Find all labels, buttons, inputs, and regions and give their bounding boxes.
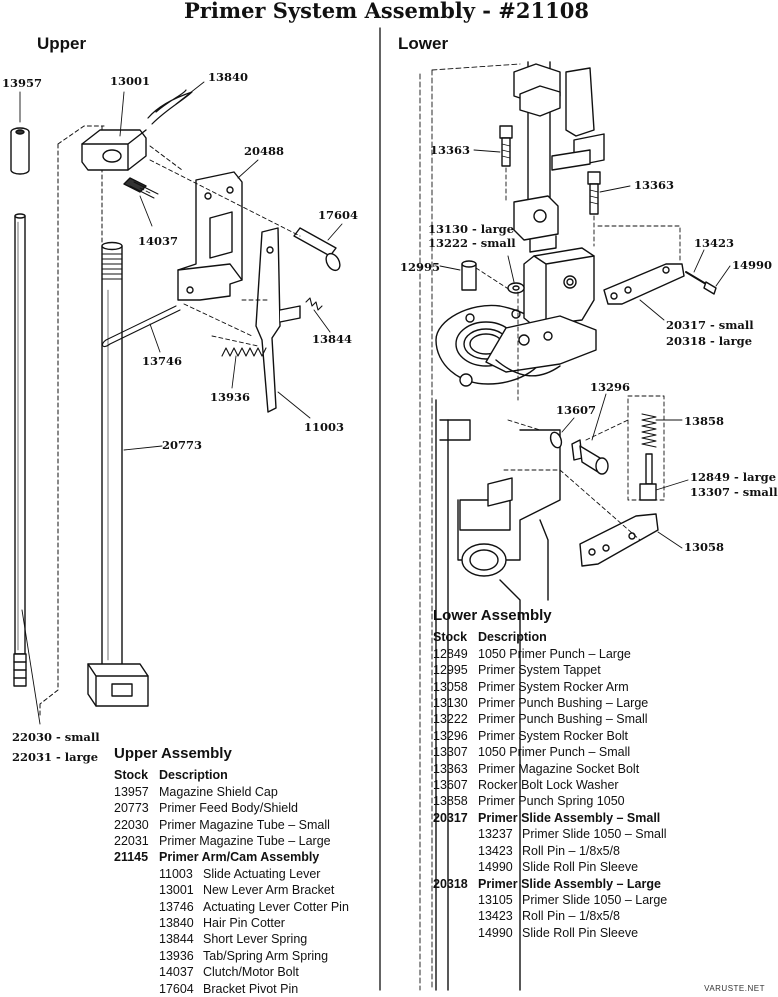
cotter-pin-part bbox=[101, 305, 181, 348]
callout-13222: 13222 - small bbox=[428, 236, 516, 250]
rocker-bolt-part bbox=[571, 439, 609, 475]
punch-bushing-part bbox=[507, 282, 525, 294]
short-lever-spring-part bbox=[305, 297, 323, 311]
callout-13363-top: 13363 bbox=[430, 143, 471, 157]
callout-13058: 13058 bbox=[684, 540, 725, 554]
callout-11003: 11003 bbox=[304, 420, 345, 434]
clutch-motor-bolt-part bbox=[123, 177, 159, 199]
roll-pin-part bbox=[685, 271, 707, 285]
lower-section-heading: Lower bbox=[398, 34, 449, 53]
source-credit: VARUSTE.NET bbox=[704, 984, 765, 993]
callout-17604: 17604 bbox=[318, 208, 359, 222]
primer-slide-part bbox=[603, 263, 685, 305]
callout-12995: 12995 bbox=[400, 260, 441, 274]
bracket-plate-part bbox=[177, 171, 243, 301]
callout-13363-right: 13363 bbox=[634, 178, 675, 192]
primer-punch-part bbox=[639, 453, 657, 501]
callout-13746: 13746 bbox=[142, 354, 183, 368]
bracket-pivot-pin-part bbox=[293, 227, 341, 272]
punch-spring-part bbox=[641, 413, 657, 448]
rocker-arm-part bbox=[579, 513, 659, 567]
callout-14037: 14037 bbox=[138, 234, 179, 248]
magazine-shield-cap-part bbox=[10, 127, 30, 175]
callout-13296: 13296 bbox=[590, 380, 631, 394]
lower-col-stock: Stock bbox=[433, 630, 468, 645]
callout-13607: 13607 bbox=[556, 403, 597, 417]
callout-20318: 20318 - large bbox=[666, 334, 753, 348]
callout-13001: 13001 bbox=[110, 74, 151, 88]
roll-pin-sleeve-part bbox=[703, 281, 717, 295]
lever-arm-bracket-part bbox=[81, 129, 147, 171]
upper-section-heading: Upper bbox=[37, 34, 87, 53]
callout-13858: 13858 bbox=[684, 414, 725, 428]
socket-bolt-parts bbox=[499, 125, 601, 215]
primer-feed-body-part bbox=[87, 241, 149, 707]
lower-column-part bbox=[513, 61, 605, 253]
upper-assembly-heading: Upper Assembly bbox=[114, 745, 232, 762]
slide-actuating-lever-part bbox=[255, 227, 301, 413]
callout-12849: 12849 - large bbox=[690, 470, 777, 484]
callout-22031: 22031 - large bbox=[12, 750, 99, 764]
callout-13130: 13130 - large bbox=[428, 222, 515, 236]
primer-magazine-tube-part bbox=[13, 213, 27, 687]
callout-13957: 13957 bbox=[2, 76, 43, 90]
primer-slide-block-part bbox=[485, 247, 597, 377]
lower-assembly-heading: Lower Assembly bbox=[433, 607, 552, 624]
callout-20773: 20773 bbox=[162, 438, 203, 452]
callout-22030: 22030 - small bbox=[12, 730, 100, 744]
callout-13423: 13423 bbox=[694, 236, 735, 250]
callout-20488: 20488 bbox=[244, 144, 285, 158]
upper-col-description: Description bbox=[159, 768, 228, 783]
primer-tappet-part bbox=[461, 260, 477, 291]
page-title: Primer System Assembly - #21108 bbox=[184, 0, 589, 23]
callout-20317: 20317 - small bbox=[666, 318, 754, 332]
callout-13936: 13936 bbox=[210, 390, 251, 404]
callout-13307: 13307 - small bbox=[690, 485, 778, 499]
lock-washer-part bbox=[549, 431, 563, 449]
lower-col-description: Description bbox=[478, 630, 547, 645]
callout-13844: 13844 bbox=[312, 332, 353, 346]
callout-13840: 13840 bbox=[208, 70, 249, 84]
callout-14990: 14990 bbox=[732, 258, 773, 272]
tab-spring-part bbox=[221, 347, 267, 357]
upper-col-stock: Stock bbox=[114, 768, 149, 783]
hair-pin-cotter-part bbox=[147, 89, 193, 125]
